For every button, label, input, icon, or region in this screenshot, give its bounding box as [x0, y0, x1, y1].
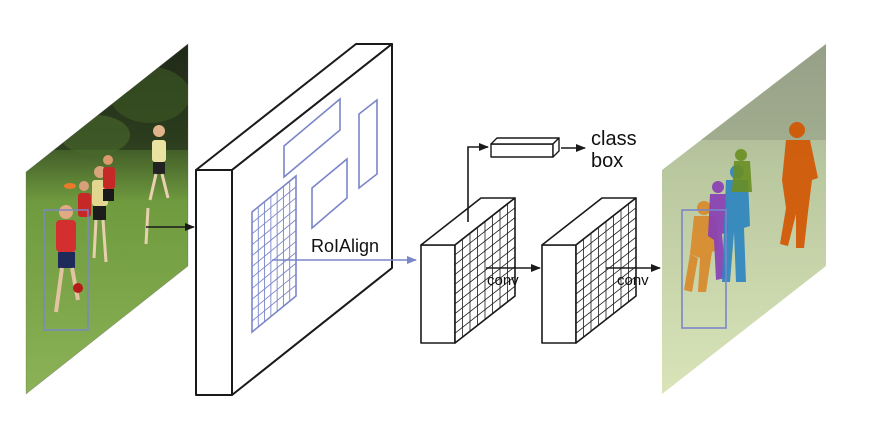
- grid-line: [454, 276, 516, 324]
- instance-mask: [732, 149, 752, 192]
- grid-line: [454, 246, 516, 295]
- box-label: box: [591, 150, 623, 172]
- roi-box: [358, 98, 378, 190]
- player-figure: [144, 125, 170, 245]
- grid-line: [251, 273, 297, 311]
- player-figure: [54, 205, 83, 313]
- grid-line: [575, 207, 637, 256]
- grid-line: [575, 266, 637, 314]
- grid-line: [575, 246, 637, 295]
- grid-line: [251, 219, 297, 256]
- grid-line: [251, 197, 297, 235]
- output-image: [662, 44, 826, 394]
- roi-box: [283, 97, 341, 179]
- grid-line: [454, 285, 516, 334]
- grid-line: [575, 227, 637, 275]
- grid-line: [575, 236, 637, 285]
- conv-label-2: conv: [617, 272, 649, 289]
- grid-line: [575, 256, 637, 305]
- roi-grid: [251, 174, 297, 334]
- grid-line: [575, 217, 637, 265]
- input-image: [25, 43, 189, 395]
- grid-line: [454, 236, 516, 285]
- grid-line: [454, 217, 516, 265]
- grid-line: [251, 186, 297, 224]
- mask-head-block-1: [420, 197, 516, 344]
- class-label: class: [591, 128, 637, 150]
- grid-line: [454, 207, 516, 256]
- grid-line: [454, 227, 516, 275]
- mask-head-block-2: [541, 197, 637, 344]
- grid-line: [251, 252, 297, 289]
- grid-line: [575, 276, 637, 324]
- roi-boxes: [283, 97, 378, 230]
- conv-label-1: conv: [487, 272, 519, 289]
- grid-line: [454, 256, 516, 305]
- grid-line: [251, 208, 297, 246]
- player-figure: [103, 155, 115, 201]
- instance-mask: [780, 122, 818, 248]
- grid-line: [454, 266, 516, 314]
- fc-layer: [490, 137, 560, 158]
- backbone-feature-map: [195, 43, 393, 396]
- grid-line: [251, 262, 297, 300]
- class-box-branch: class box: [467, 128, 637, 222]
- grid-line: [251, 284, 297, 322]
- roi-box: [311, 157, 348, 230]
- grid-line: [575, 285, 637, 334]
- roialign-label: RoIAlign: [311, 236, 379, 256]
- grid-line: [251, 230, 297, 267]
